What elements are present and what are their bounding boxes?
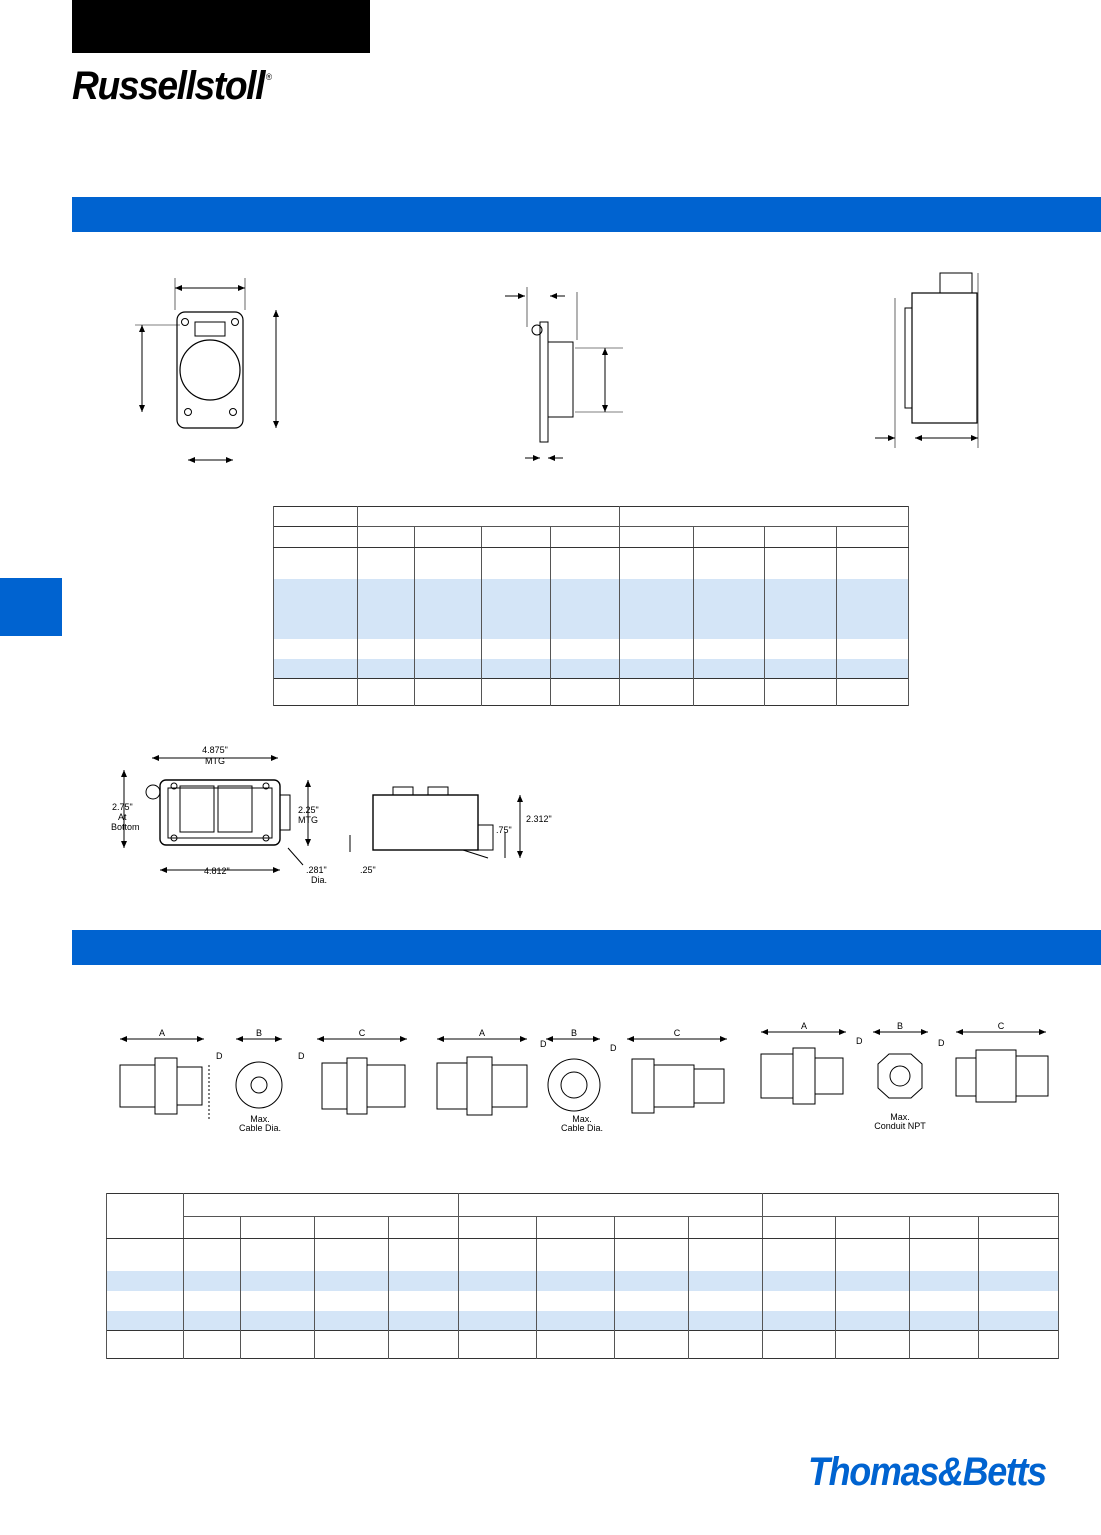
svg-text:Conduit NPT: Conduit NPT [874,1121,926,1131]
svg-text:MTG: MTG [298,815,318,825]
svg-text:D: D [298,1051,305,1061]
svg-text:Bottom: Bottom [111,822,140,832]
svg-text:2.25": 2.25" [298,805,319,815]
svg-text:Cable Dia.: Cable Dia. [239,1123,281,1133]
thomas-betts-logo: Thomas&Betts [808,1450,1047,1494]
table-row [273,678,909,706]
table-row [106,1238,1059,1271]
russellstoll-logo: Russellstoll® [72,64,272,108]
svg-text:D: D [938,1038,945,1048]
table-header-row [273,526,909,548]
svg-text:Max.: Max. [572,1114,592,1124]
svg-text:4.875": 4.875" [202,745,228,755]
receptacle-dimension-table [273,506,909,706]
section-header-tab [72,0,370,53]
table-row [273,547,909,579]
svg-text:D: D [216,1051,223,1061]
svg-text:Cable Dia.: Cable Dia. [561,1123,603,1133]
connector-drawing-left: A D B Max. Cable Dia. D C [119,1028,407,1133]
connector-dimension-table [106,1193,1059,1359]
svg-text:A: A [479,1028,485,1038]
table-row [273,638,909,659]
table-row [106,1310,1059,1331]
receptacle-front-drawing [135,278,279,463]
table-row [106,1290,1059,1311]
svg-text:D: D [540,1039,547,1049]
svg-text:MTG: MTG [205,756,225,766]
svg-text:C: C [359,1028,366,1038]
svg-text:A: A [801,1021,807,1031]
receptacle-box-drawing [875,272,979,448]
side-index-tab [0,578,62,636]
table-row [106,1330,1059,1359]
svg-text:4.812": 4.812" [204,866,230,876]
svg-text:2.75": 2.75" [112,802,133,812]
receptacle-side-drawing [505,287,623,461]
svg-text:2.312": 2.312" [526,814,552,824]
table-row [106,1270,1059,1291]
table-row [273,578,909,639]
svg-text:C: C [998,1021,1005,1031]
svg-text:.25": .25" [360,865,376,875]
svg-text:Max.: Max. [890,1112,910,1122]
svg-text:Dia.: Dia. [311,875,327,885]
svg-text:D: D [610,1043,617,1053]
svg-text:C: C [674,1028,681,1038]
section-band-bottom [72,930,1101,965]
svg-text:At: At [118,812,127,822]
svg-text:B: B [256,1028,262,1038]
svg-text:B: B [897,1021,903,1031]
table-header-row [107,1216,1059,1239]
svg-text:D: D [856,1036,863,1046]
svg-text:.75": .75" [496,825,512,835]
svg-text:A: A [159,1028,165,1038]
connector-drawing-middle: A D B Max. Cable Dia. D C [436,1028,727,1133]
svg-text:Max.: Max. [250,1114,270,1124]
dual-receptacle-drawing: 4.875" MTG 2.75" At Bottom 2.25" MTG 4.8… [111,745,552,885]
section-band-top [72,197,1101,232]
svg-text:.281": .281" [306,865,327,875]
svg-text:B: B [571,1028,577,1038]
table-row [273,658,909,679]
connector-drawing-right: A D B Max. Conduit NPT D C [760,1021,1049,1131]
